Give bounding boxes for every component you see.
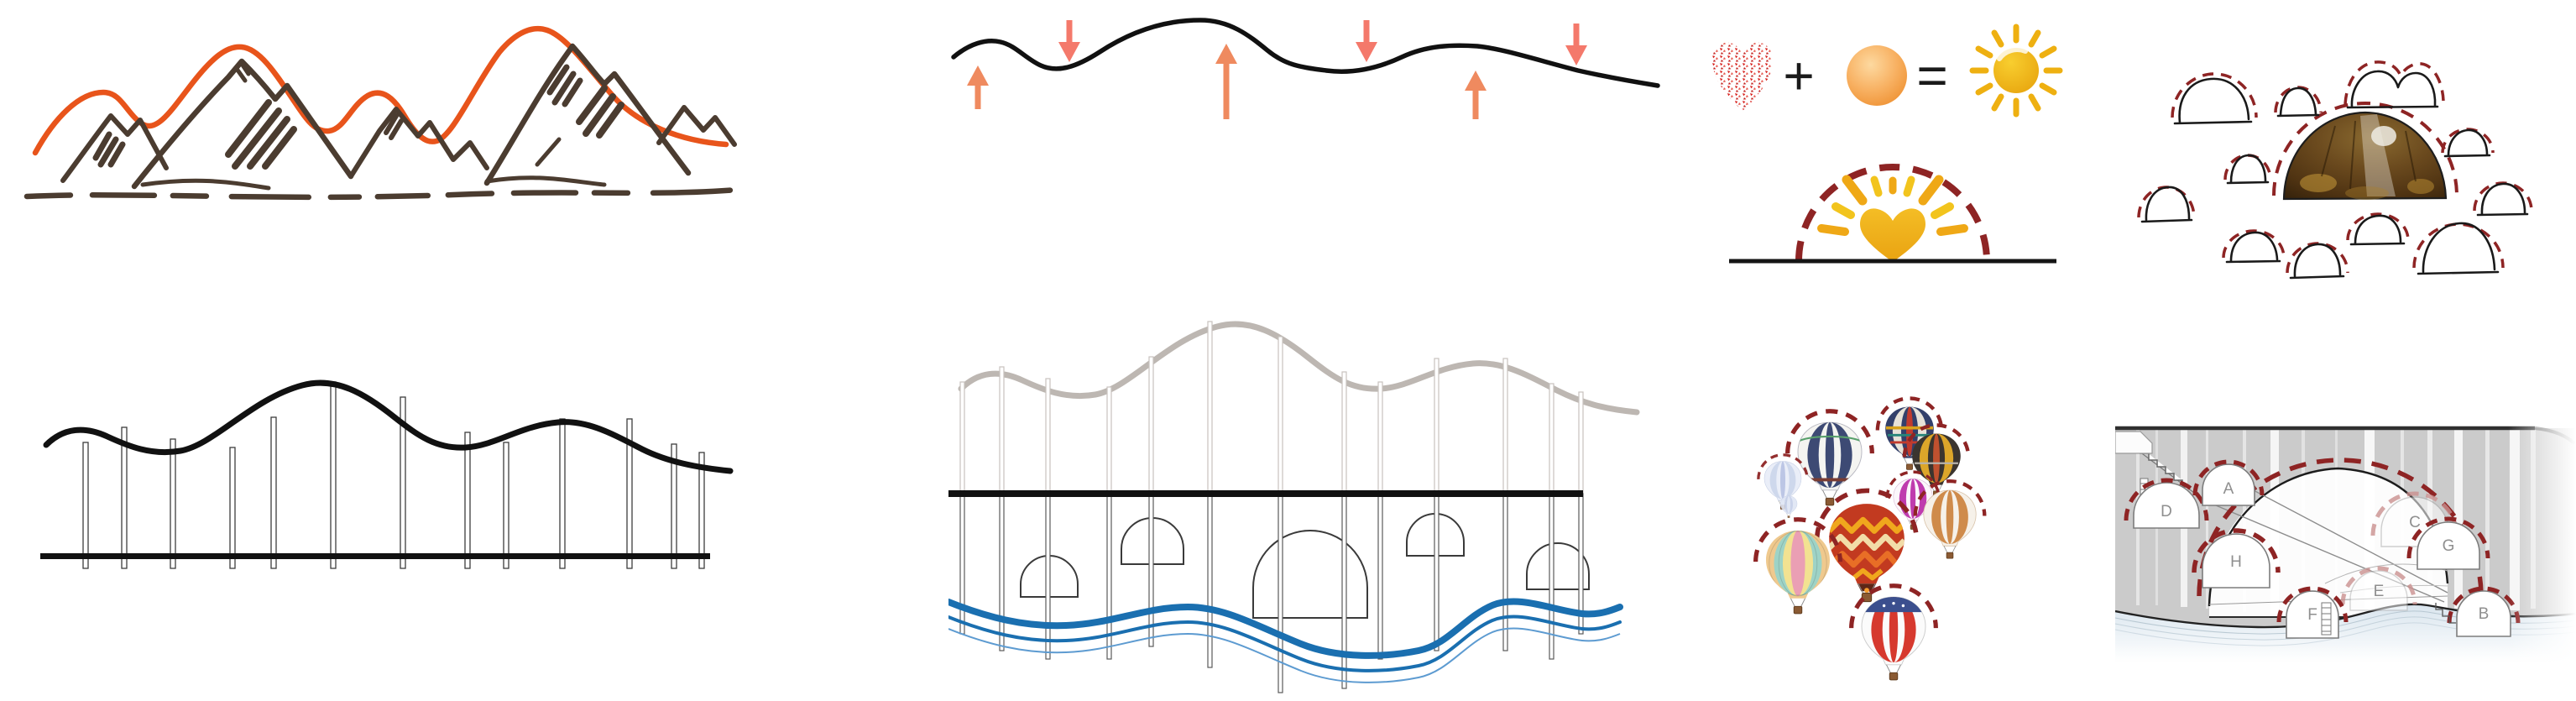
room-label-a: A <box>2223 480 2234 498</box>
heart-sun-equation: + = <box>1712 24 2063 264</box>
ground-dashes <box>24 186 740 201</box>
water-waves-icon <box>948 598 1623 683</box>
balloon-tiny <box>1779 495 1798 518</box>
baseline <box>40 553 710 559</box>
sun-icon <box>1969 24 2063 118</box>
balloon-stars-stripes <box>1849 583 1938 681</box>
mountains-icon <box>24 43 740 201</box>
room-label-h: H <box>2230 553 2242 571</box>
balloon-orange-white <box>1913 479 1987 559</box>
heart-sunrise-icon <box>1729 164 2056 264</box>
dashed-dome-arc <box>1795 164 1990 262</box>
cavern-section-rooms: A B C D E F G H <box>2115 420 2576 683</box>
plus-operator: + <box>1783 45 1814 106</box>
balloon-navy-white <box>1785 409 1874 506</box>
equals-operator: = <box>1916 45 1947 106</box>
orange-ball-icon <box>1847 45 1907 106</box>
ghost-rooms <box>2340 491 2459 611</box>
photo-dome-dashed-arc <box>2272 102 2458 196</box>
mountain-ridge-sketch <box>24 25 740 201</box>
wave-line <box>951 18 1660 88</box>
ridge-curve-on-columns <box>40 379 734 569</box>
sketch-domes <box>2140 70 2529 280</box>
orange-ridge-line-icon <box>32 25 729 156</box>
room-label-g: G <box>2443 537 2455 555</box>
balloon-pale-blue <box>1757 453 1809 510</box>
hot-air-balloons <box>1753 396 1987 681</box>
balloon-dark-yellow <box>1902 423 1971 497</box>
up-arrow-icon <box>967 44 1487 119</box>
columns-above-deck <box>959 321 1584 494</box>
cave-photo-dome <box>2282 111 2448 201</box>
room-label-e: E <box>2374 583 2385 600</box>
dome-clouds-cave-photo <box>2137 60 2533 280</box>
room-labels: A B C D E F G H <box>2161 480 2489 624</box>
columns <box>82 381 705 569</box>
room-label-c: C <box>2409 514 2421 531</box>
gray-ridge-curve <box>958 321 1640 416</box>
deck-line <box>948 490 1583 497</box>
balloon-red-zigzag <box>1814 488 1920 603</box>
rooms <box>2124 459 2521 639</box>
edge-fade <box>2508 420 2576 680</box>
ridge-curve <box>43 379 734 474</box>
bridge-section-domes-water <box>948 321 1640 693</box>
golden-heart-icon <box>1860 208 1925 261</box>
room-label-b: B <box>2479 605 2490 623</box>
wave-balance-arrows <box>951 18 1660 119</box>
room-label-f: F <box>2307 606 2317 624</box>
mosaic-heart-icon <box>1712 42 1773 111</box>
down-arrow-icon <box>1058 20 1587 65</box>
balloon-pastel <box>1753 517 1842 615</box>
room-label-d: D <box>2161 503 2172 521</box>
